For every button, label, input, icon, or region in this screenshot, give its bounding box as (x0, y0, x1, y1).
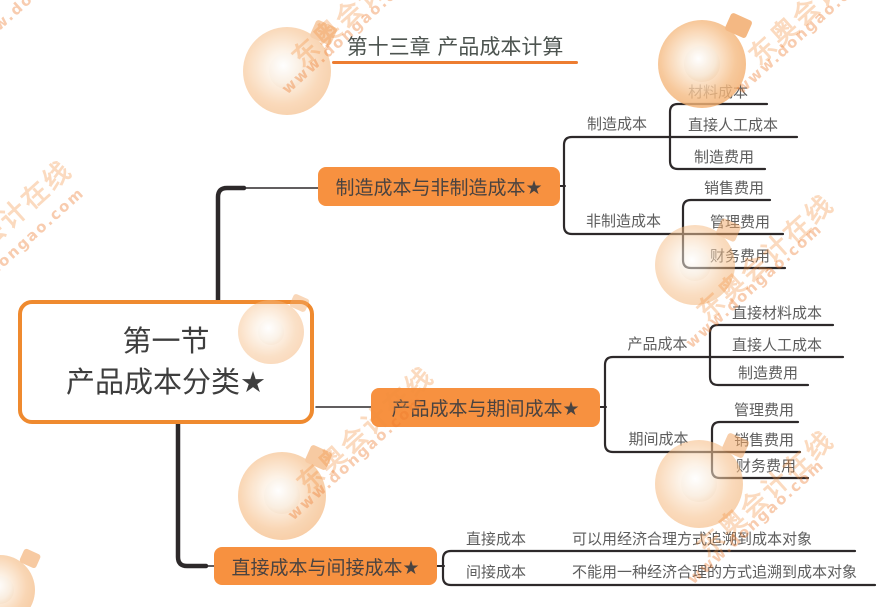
leaf-manufacturing-overhead-2[interactable]: 制造费用 (738, 364, 799, 382)
leaf-direct-material-cost[interactable]: 直接材料成本 (732, 304, 823, 322)
root-node-line1: 第一节 (122, 323, 210, 358)
branch2-spine (603, 355, 845, 454)
branch3-spine (441, 549, 877, 587)
group-label-indirect-cost[interactable]: 间接成本 (466, 563, 527, 581)
leaf-admin-expense-2[interactable]: 管理费用 (734, 401, 795, 419)
leaf-manufacturing-overhead[interactable]: 制造费用 (694, 148, 755, 166)
group-label-direct-cost[interactable]: 直接成本 (466, 530, 527, 548)
group-label-non-manufacturing-cost[interactable]: 非制造成本 (585, 212, 661, 230)
group-label-product-cost[interactable]: 产品成本 (627, 335, 688, 353)
leaf-direct-labor-cost-2[interactable]: 直接人工成本 (732, 336, 823, 354)
branch2-group1-bracket (708, 323, 835, 387)
branch-node-direct-indirect[interactable]: 直接成本与间接成本★ (214, 547, 437, 585)
leaf-admin-expense[interactable]: 管理费用 (710, 213, 771, 231)
trunk-top (215, 185, 247, 304)
branch-node-product-period[interactable]: 产品成本与期间成本★ (371, 388, 600, 427)
desc-direct-cost: 可以用经济合理方式追溯到成本对象 (572, 530, 813, 548)
title-underline (332, 61, 578, 64)
leaf-finance-expense[interactable]: 财务费用 (710, 247, 771, 265)
root-node[interactable]: 第一节 产品成本分类★ (18, 300, 314, 424)
leaf-direct-labor-cost[interactable]: 直接人工成本 (688, 116, 779, 134)
desc-indirect-cost: 不能用一种经济合理的方式追溯到成本对象 (572, 563, 858, 581)
branch-node-label: 产品成本与期间成本★ (391, 398, 580, 420)
branch1-spine (562, 135, 799, 236)
group-label-manufacturing-cost[interactable]: 制造成本 (586, 115, 647, 133)
trunk-bottom (175, 421, 209, 569)
leaf-finance-expense-2[interactable]: 财务费用 (736, 457, 797, 475)
branch-node-label: 制造成本与非制造成本★ (335, 177, 543, 199)
leaf-selling-expense-2[interactable]: 销售费用 (734, 431, 795, 449)
leaf-material-cost[interactable]: 材料成本 (688, 83, 749, 101)
branch-node-label: 直接成本与间接成本★ (231, 556, 420, 579)
chapter-title: 第十三章 产品成本计算 (346, 35, 564, 59)
leaf-selling-expense[interactable]: 销售费用 (704, 179, 765, 197)
group-label-period-cost[interactable]: 期间成本 (628, 430, 689, 448)
branch-node-manufacturing[interactable]: 制造成本与非制造成本★ (318, 167, 560, 206)
root-node-line2: 产品成本分类★ (66, 364, 266, 399)
